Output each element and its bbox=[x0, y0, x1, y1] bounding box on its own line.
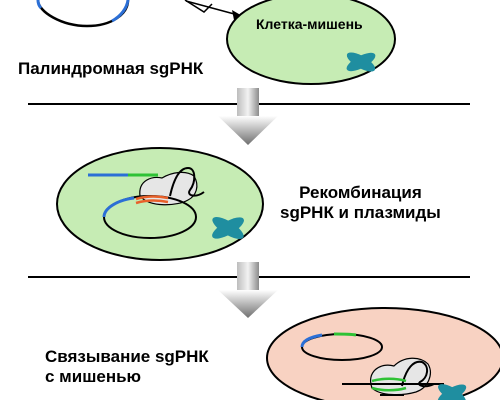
recombination-label: Рекомбинация sgРНК и плазмиды bbox=[280, 183, 441, 224]
palindromic-sgrna-label: Палиндромная sgРНК bbox=[18, 59, 204, 78]
recombination-label-line1: Рекомбинация bbox=[299, 183, 422, 202]
transfer-arrow bbox=[184, 0, 244, 20]
recombination-label-line2: sgРНК и плазмиды bbox=[280, 203, 441, 223]
binding-label-line2: с мишенью bbox=[45, 367, 142, 387]
target-cell-label: Клетка-мишень bbox=[256, 16, 363, 32]
chromosome-icon bbox=[346, 52, 376, 72]
down-arrow-icon bbox=[218, 262, 278, 318]
target-cell bbox=[226, 0, 396, 85]
plasmid-ring-icon bbox=[36, 0, 130, 28]
chromosome-icon bbox=[437, 384, 467, 400]
binding-label: Связывание sgРНК с мишенью bbox=[45, 347, 209, 388]
target-cell bbox=[56, 147, 264, 261]
target-cell bbox=[266, 307, 500, 400]
chromosome-icon bbox=[212, 216, 244, 240]
down-arrow-icon bbox=[218, 88, 278, 145]
binding-label-line1: Связывание sgРНК bbox=[45, 347, 209, 366]
